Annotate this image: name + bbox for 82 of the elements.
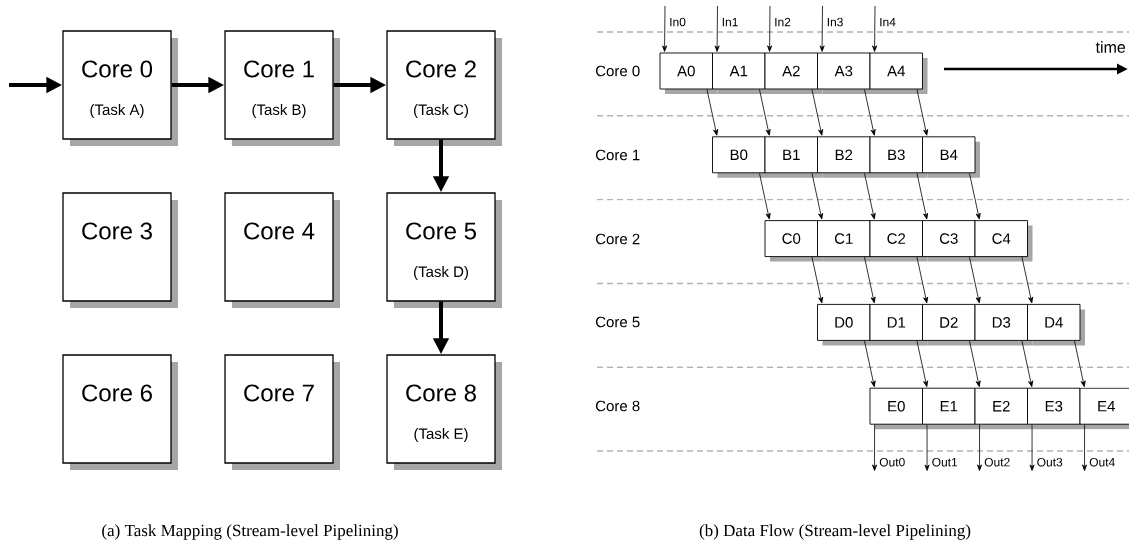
arrow: [811, 89, 824, 136]
task-cell: D4: [1027, 303, 1085, 346]
arrow: [916, 89, 929, 136]
arrow: [759, 89, 771, 136]
arrow: [759, 172, 771, 220]
task-cell: A1: [712, 52, 770, 94]
axis-label: time: [1095, 41, 1126, 53]
arrow: [767, 5, 773, 52]
task-cell: E3: [1027, 387, 1085, 430]
arrow: [662, 5, 668, 52]
arrow: [924, 424, 930, 471]
row-label: Core 0: [596, 65, 640, 77]
arrow: [969, 340, 981, 388]
arrow: [706, 89, 719, 136]
arrow: [864, 172, 876, 220]
arrow: [969, 256, 981, 304]
task-cell: C4: [974, 220, 1033, 262]
arrow: [872, 5, 878, 52]
edge-label: In1: [722, 17, 738, 27]
arrow: [872, 424, 878, 471]
edge-label: Out0: [879, 457, 905, 467]
edge-label: Out2: [984, 457, 1010, 467]
arrow: [1021, 340, 1034, 388]
task-cell: B4: [922, 136, 980, 178]
task-cell: A3: [817, 52, 875, 94]
task-cell: A0: [659, 52, 718, 94]
arrow: [977, 424, 983, 471]
core-box: Core 6: [62, 354, 178, 470]
core-box: Core 8 (Task E): [386, 354, 502, 470]
caption: (b) Data Flow (Stream-level Pipelining): [699, 524, 971, 540]
task-cell: E4: [1079, 387, 1129, 430]
edge-label: Out1: [932, 457, 958, 467]
task-cell: E0: [869, 387, 928, 430]
edge-label: In3: [827, 17, 843, 27]
arrow: [819, 5, 825, 52]
arrow: [916, 172, 929, 220]
arrow: [916, 256, 929, 304]
task-cell: D1: [869, 303, 928, 346]
row-label: Core 2: [596, 233, 640, 245]
core-box: Core 2 (Task C): [386, 30, 502, 146]
edge-label: Out3: [1037, 457, 1063, 467]
task-cell: B3: [869, 136, 928, 178]
arrow: [864, 340, 876, 388]
arrow: [1082, 424, 1088, 471]
arrow: [714, 5, 720, 52]
arrow: [1074, 340, 1086, 388]
core-box: Core 3: [62, 192, 178, 308]
task-cell: E2: [974, 387, 1033, 430]
task-cell: D0: [817, 303, 875, 346]
row-label: Core 5: [596, 316, 640, 328]
task-cell: C1: [817, 220, 875, 262]
arrow: [1029, 424, 1035, 471]
row-label: Core 8: [596, 400, 640, 412]
edge-label: Out4: [1089, 457, 1115, 467]
task-cell: C3: [922, 220, 980, 262]
arrow: [1021, 256, 1034, 304]
edge-label: In2: [775, 17, 791, 27]
task-cell: A4: [869, 52, 928, 94]
core-box: Core 7: [224, 354, 340, 470]
edge-label: In4: [880, 17, 896, 27]
edge-label: In0: [670, 17, 686, 27]
core-box: Core 1 (Task B): [224, 30, 340, 146]
task-cell: C2: [869, 220, 928, 262]
task-cell: B2: [817, 136, 875, 178]
caption: (a) Task Mapping (Stream-level Pipelining): [102, 524, 398, 540]
arrow: [811, 256, 824, 304]
task-cell: B0: [712, 136, 770, 178]
arrow: [864, 256, 876, 304]
task-cell: E1: [922, 387, 980, 430]
arrow: [864, 89, 876, 136]
arrow: [916, 340, 929, 388]
core-box: Core 0 (Task A): [62, 30, 178, 146]
arrow: [969, 172, 981, 220]
task-cell: D2: [922, 303, 980, 346]
task-cell: B1: [764, 136, 823, 178]
task-cell: D3: [974, 303, 1033, 346]
core-box: Core 4: [224, 192, 340, 308]
core-box: Core 5 (Task D): [386, 192, 502, 308]
row-label: Core 1: [596, 149, 640, 161]
task-cell: A2: [764, 52, 823, 94]
task-cell: C0: [764, 220, 823, 262]
arrow: [811, 172, 824, 220]
